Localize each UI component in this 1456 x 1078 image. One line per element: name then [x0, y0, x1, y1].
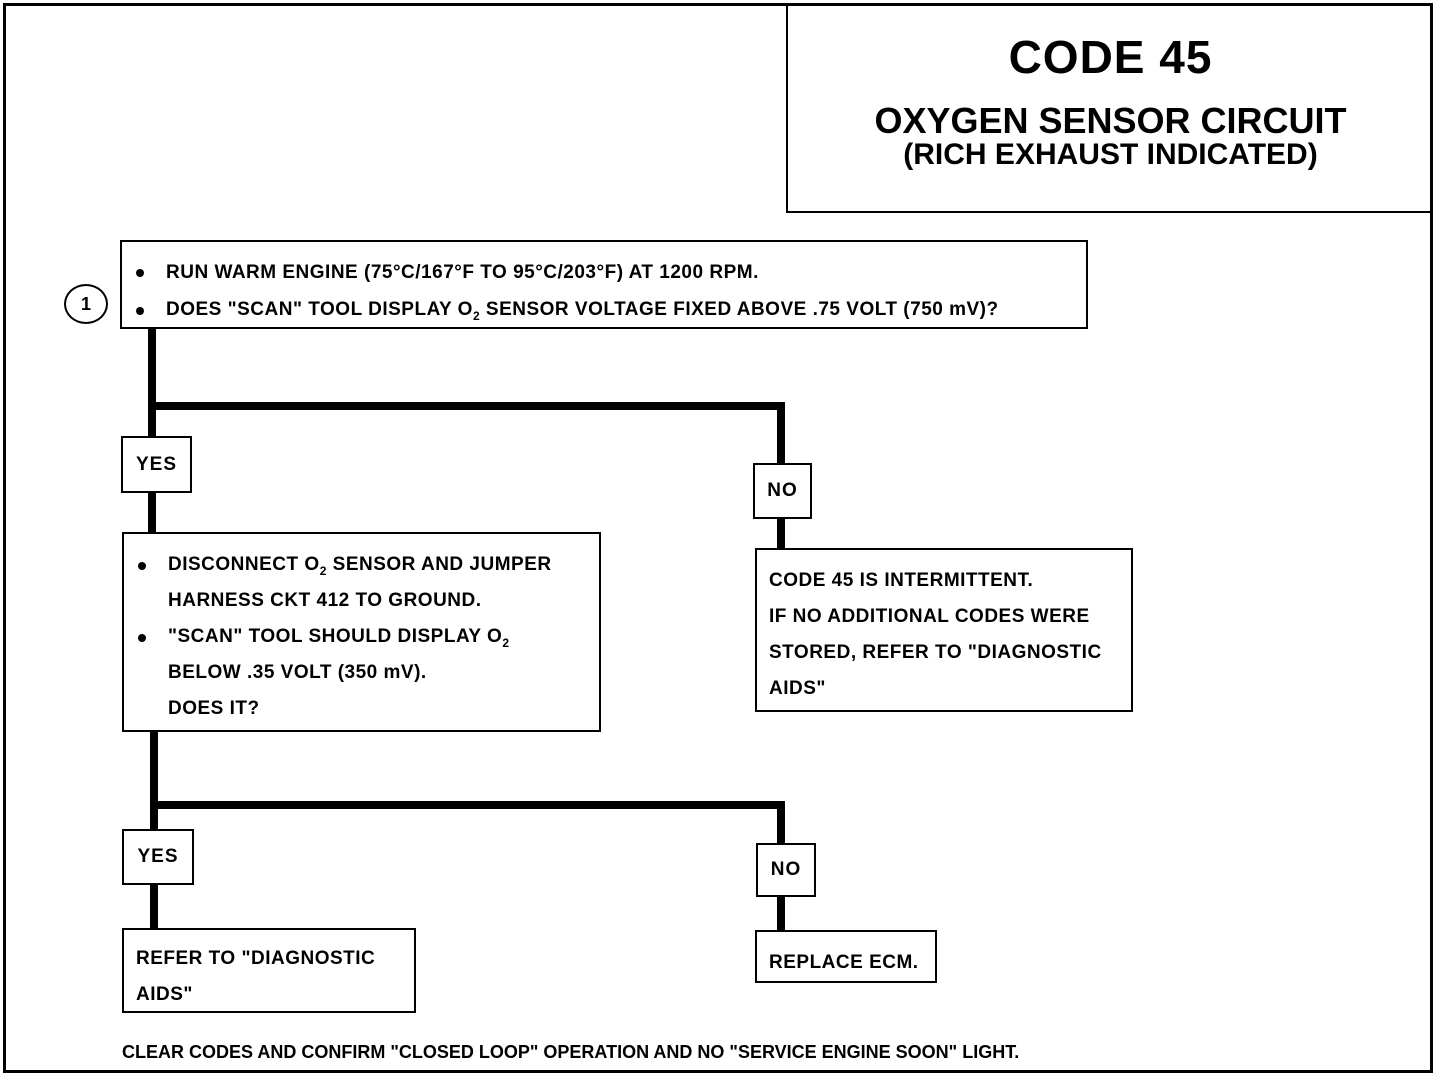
step2-box: DISCONNECT O2 SENSOR AND JUMPER HARNESS …	[122, 532, 601, 732]
refer-line2: AIDS"	[136, 984, 193, 1005]
wire-yes2-to-refer	[150, 882, 158, 930]
step2-line3: "SCAN" TOOL SHOULD DISPLAY O2	[168, 626, 510, 650]
intermittent-line2: IF NO ADDITIONAL CODES WERE	[769, 606, 1090, 627]
wire-branch2-no-down	[777, 801, 785, 846]
step1-bullet1: RUN WARM ENGINE (75°C/167°F TO 95°C/203°…	[166, 262, 759, 283]
replace-ecm-box: REPLACE ECM.	[755, 930, 937, 983]
bullet-icon	[136, 269, 144, 277]
no-label-2: NO	[756, 843, 816, 897]
intermittent-box: CODE 45 IS INTERMITTENT. IF NO ADDITIONA…	[755, 548, 1133, 712]
yes-label-1: YES	[121, 436, 192, 493]
step2-line5: DOES IT?	[168, 698, 260, 719]
intermittent-line3: STORED, REFER TO "DIAGNOSTIC	[769, 642, 1102, 663]
circuit-title: OXYGEN SENSOR CIRCUIT	[874, 100, 1347, 141]
page-frame	[3, 3, 1433, 1073]
bullet-icon	[136, 306, 144, 315]
wire-no2-to-replace	[777, 894, 785, 932]
wire-step1-down	[148, 328, 156, 438]
step2-line1: DISCONNECT O2 SENSOR AND JUMPER	[168, 554, 552, 578]
title-block: CODE 45 OXYGEN SENSOR CIRCUIT (RICH EXHA…	[786, 6, 1433, 213]
step1-bullet2: DOES "SCAN" TOOL DISPLAY O2 SENSOR VOLTA…	[166, 299, 999, 323]
replace-ecm-text: REPLACE ECM.	[769, 952, 919, 973]
wire-step2-down	[150, 730, 158, 832]
wire-yes1-to-step2	[148, 490, 156, 534]
refer-line1: REFER TO "DIAGNOSTIC	[136, 948, 376, 969]
step2-line4: BELOW .35 VOLT (350 mV).	[168, 662, 427, 683]
no-label-1: NO	[753, 463, 812, 519]
bullet-icon	[138, 633, 146, 642]
wire-no1-to-intermittent	[777, 516, 785, 550]
step2-line2: HARNESS CKT 412 TO GROUND.	[168, 590, 482, 611]
wire-branch1-horizontal	[148, 402, 785, 410]
wire-branch2-horizontal	[150, 801, 785, 809]
wire-branch1-no-down	[777, 402, 785, 466]
intermittent-line1: CODE 45 IS INTERMITTENT.	[769, 570, 1034, 591]
refer-box: REFER TO "DIAGNOSTIC AIDS"	[122, 928, 416, 1013]
step-number-circle: 1	[64, 284, 108, 324]
intermittent-line4: AIDS"	[769, 678, 826, 699]
step1-box: RUN WARM ENGINE (75°C/167°F TO 95°C/203°…	[120, 240, 1088, 329]
bullet-icon	[138, 561, 146, 570]
footer-note: CLEAR CODES AND CONFIRM "CLOSED LOOP" OP…	[122, 1042, 1020, 1062]
circuit-subtitle: (RICH EXHAUST INDICATED)	[903, 138, 1318, 171]
yes-label-2: YES	[122, 829, 194, 885]
code-title: CODE 45	[1008, 31, 1213, 83]
